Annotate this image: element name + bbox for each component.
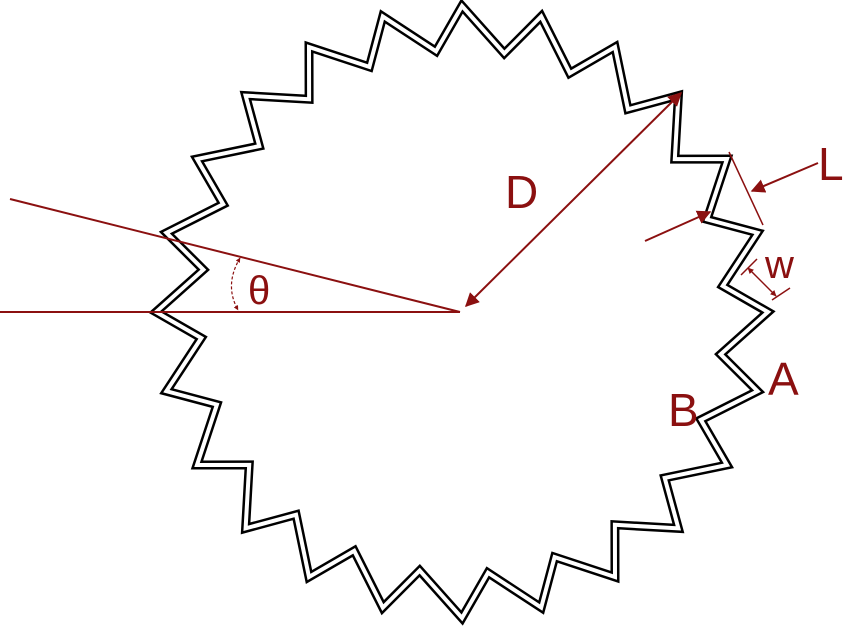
incident-ray-line [9, 198, 461, 313]
label-a: A [768, 353, 799, 405]
w-tick-2 [771, 287, 791, 301]
l-extent-line [728, 151, 764, 226]
w-tick-1 [740, 258, 758, 276]
label-l: L [818, 138, 844, 190]
label-theta: θ [248, 269, 270, 313]
l-arrow-right [750, 162, 819, 193]
label-b: B [668, 384, 699, 436]
label-d: D [505, 166, 538, 218]
l-arrow-left [644, 210, 712, 242]
serrated-ring-gap [152, 2, 772, 622]
diameter-arrow [465, 92, 682, 307]
w-arrow [747, 267, 777, 297]
label-w: w [764, 243, 794, 287]
theta-arc [230, 257, 241, 311]
